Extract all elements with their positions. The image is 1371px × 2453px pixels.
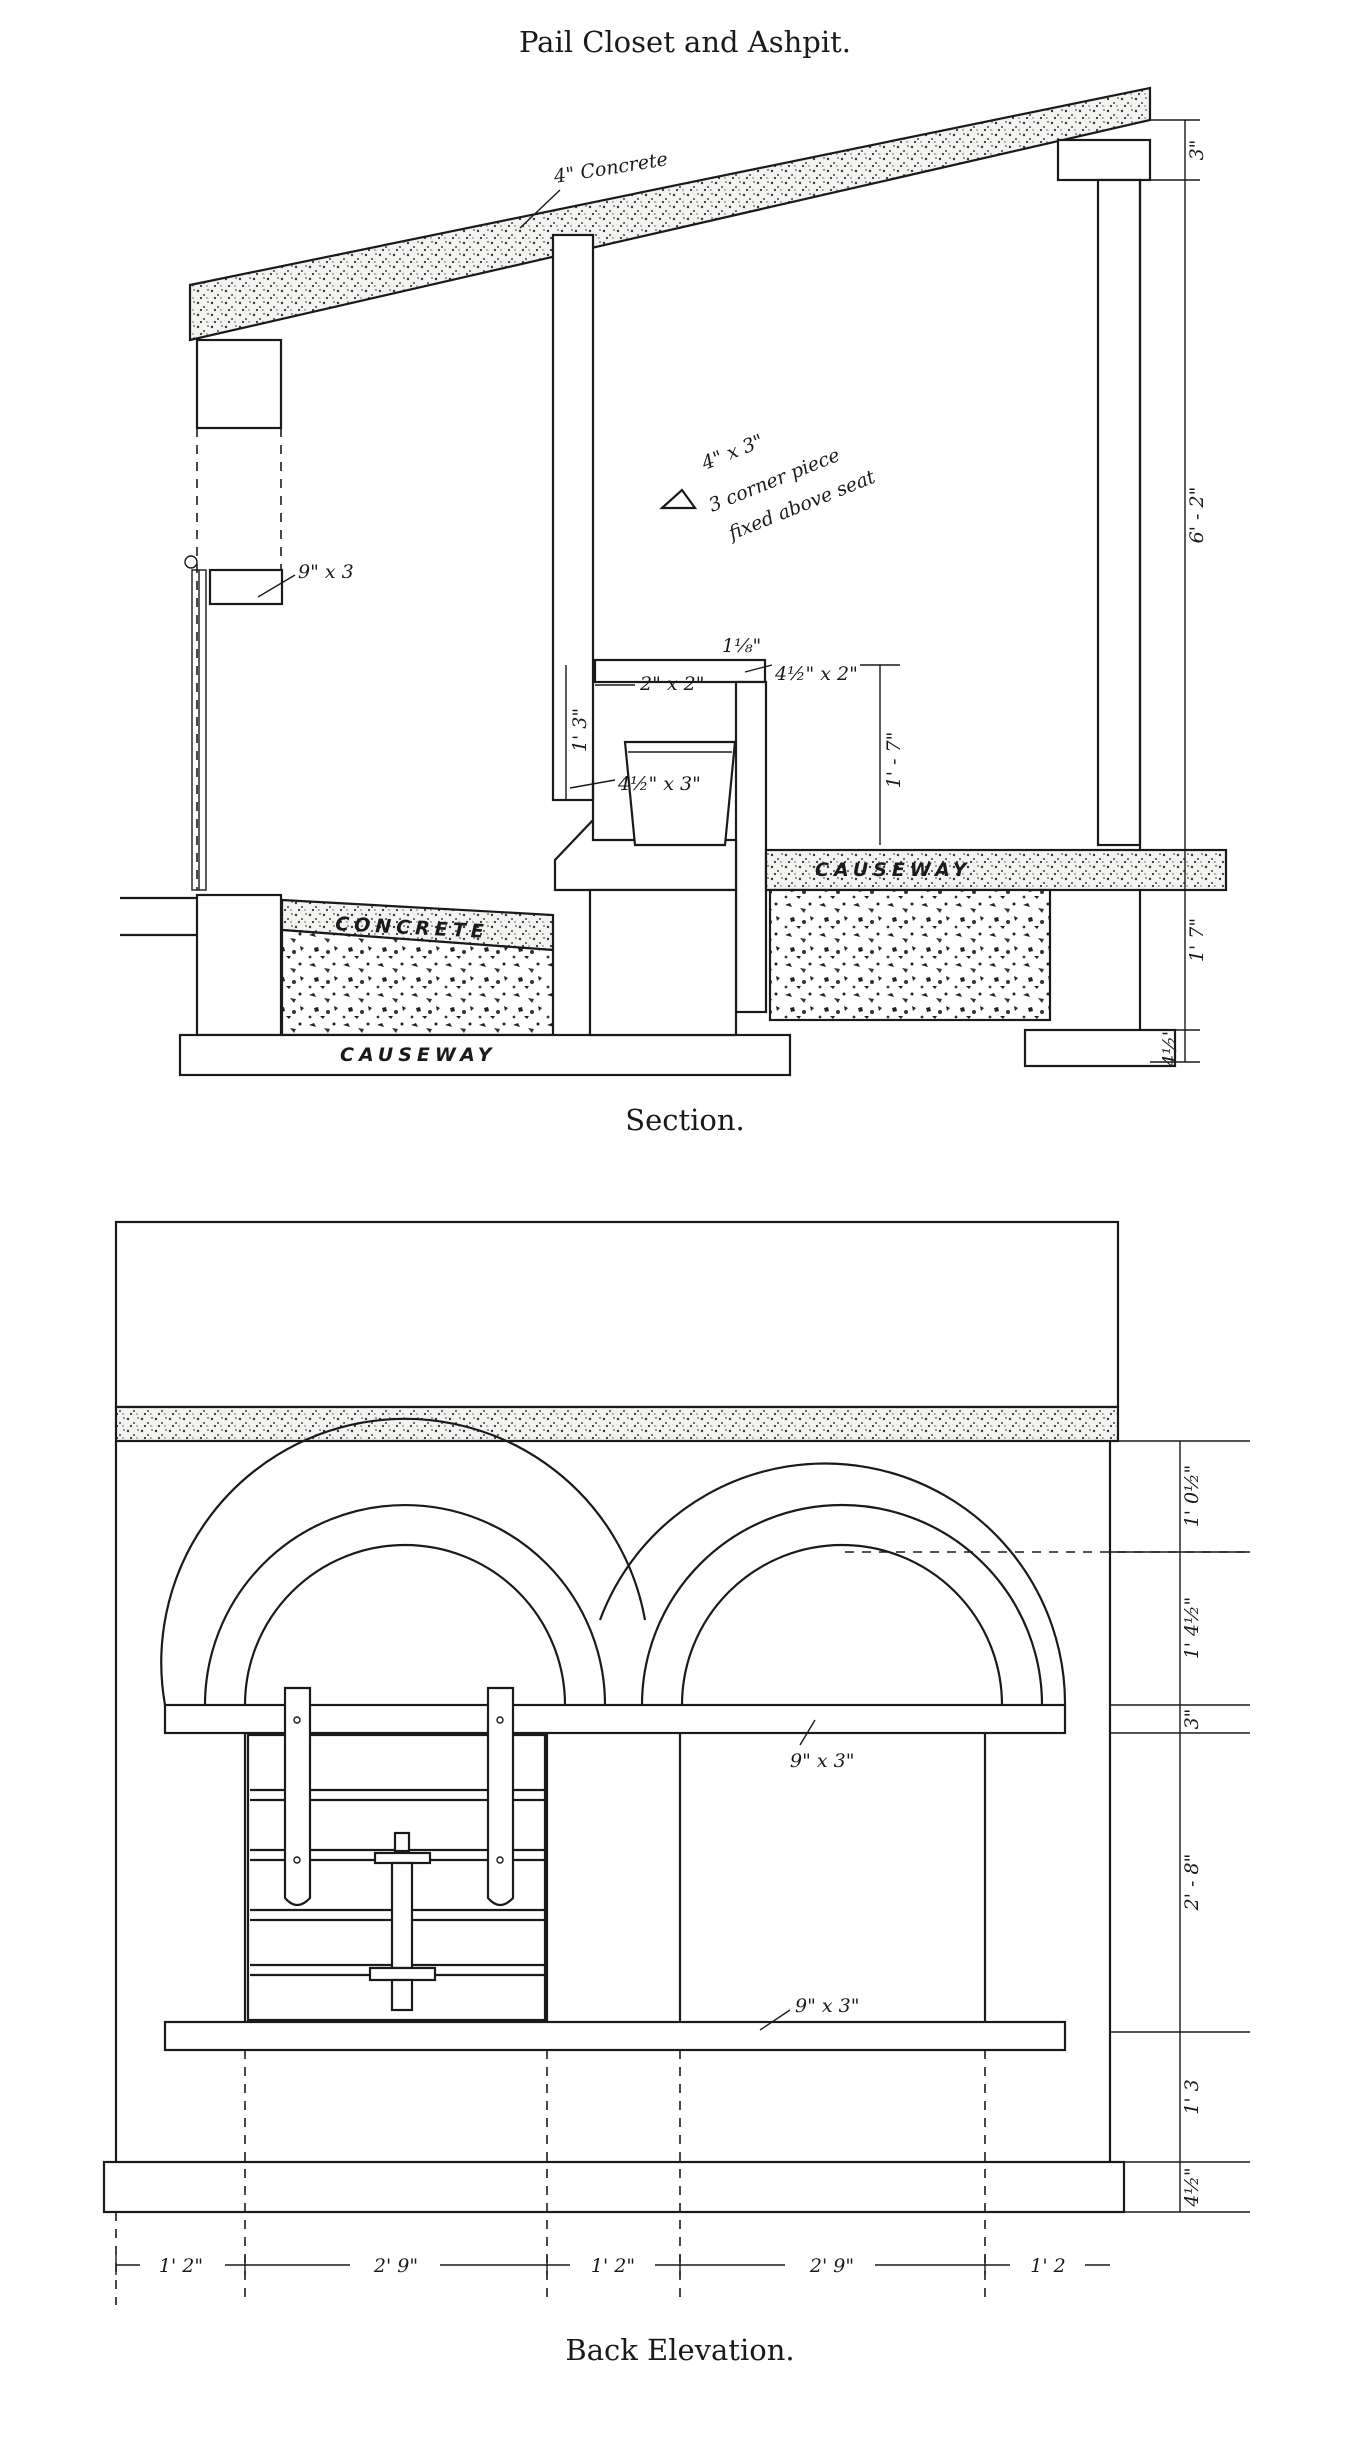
dim-plinth: 4½" (1181, 2167, 1203, 2207)
label-seat-thickness: 1⅛" (722, 635, 761, 657)
section-lintel (208, 568, 284, 606)
label-section-lintel: 9" x 3 (298, 561, 354, 583)
right-hardcore (768, 888, 1052, 1022)
left-arch-outer (160, 1417, 647, 1706)
right-bearing-block (1056, 138, 1152, 182)
elevation-right-dimensions: 1' 0½" 1' 4½" 3" 2' - 8" 1' 3 4½" (1110, 1440, 1250, 2213)
door-hinges (283, 1686, 515, 1907)
roof-slab (188, 86, 1152, 342)
dim-lintel: 3" (1181, 1709, 1203, 1730)
pail (623, 740, 737, 847)
left-arch-middle (203, 1503, 607, 1706)
dim-b0: 1' 2" (159, 2255, 203, 2277)
right-arch-inner (680, 1543, 1004, 1706)
dim-seat-height: 1' - 7" (883, 732, 905, 789)
left-arch-inner (243, 1543, 567, 1706)
right-arch-middle (640, 1503, 1044, 1706)
dim-b4: 1' 2 (1030, 2255, 1065, 2277)
dim-b3: 2' 9" (809, 2255, 854, 2277)
seat-height-dimension: 1' - 7" (860, 664, 905, 845)
upper-lintel (163, 1703, 1067, 1735)
label-lower-lintel: 9" x 3" (795, 1995, 859, 2017)
plinth (102, 2160, 1126, 2214)
raised-causeway (764, 848, 1228, 892)
label-seat-front: 4½" x 2" (774, 663, 858, 685)
dim-b1: 2' 9" (373, 2255, 418, 2277)
dim-fascia: 1' 0½" (1181, 1465, 1203, 1528)
dim-arch: 1' 4½" (1181, 1597, 1203, 1660)
roof-concrete-edge (114, 1405, 1120, 1443)
dim-lower-wall: 1' 3 (1181, 2079, 1203, 2114)
corner-piece-symbol (659, 488, 698, 510)
dim-b2: 1' 2" (591, 2255, 635, 2277)
roof-fascia (114, 1220, 1120, 1409)
section-right-dimensions: 3" 6' - 2" 1' 7" 4½" (1150, 119, 1208, 1068)
dim-opening: 2' - 8" (1181, 1854, 1203, 1912)
dim-box-height: 1' 3" (569, 708, 591, 752)
elevation-bottom-dimensions: 1' 2" 2' 9" 1' 2" 2' 9" 1' 2 (115, 2250, 1110, 2278)
elevation-caption: Back Elevation. (565, 2333, 794, 2367)
dim-top: 3" (1186, 140, 1208, 161)
label-upper-lintel: 9" x 3" (790, 1750, 854, 1772)
right-post (1096, 178, 1142, 847)
door-bolt (368, 1831, 437, 2012)
dim-height: 6' - 2" (1186, 487, 1208, 544)
right-footing (1023, 1028, 1177, 1068)
base-causeway-slab (178, 1033, 792, 1077)
dim-base: 1' 7" (1186, 918, 1208, 962)
lower-lintel (163, 2020, 1067, 2052)
seat-board (593, 658, 767, 684)
label-causeway-high: CAUSEWAY (815, 859, 971, 881)
section-caption: Section. (625, 1103, 745, 1137)
label-roof: 4" Concrete (551, 148, 669, 188)
label-causeway-low: CAUSEWAY (340, 1044, 496, 1066)
seat-front (734, 680, 768, 1014)
left-wall-lower (195, 893, 283, 1037)
pail-box (588, 888, 738, 1037)
right-arch-outer (598, 1462, 1067, 1706)
box-height-dimension: 1' 3" (565, 665, 591, 800)
section-view: 3" 6' - 2" 1' 7" 4½" 1' - 7" 1' 3" 4" Co… (120, 86, 1228, 1077)
label-corner-size: 4" x 3" (698, 430, 767, 475)
sheet-title: Pail Closet and Ashpit. (519, 25, 851, 59)
back-elevation-view: 9" x 3" 9" x 3" 1' 0½" 1' 4½" 3" 2' - 8"… (102, 1220, 1250, 2305)
center-post (551, 233, 595, 802)
left-wall-upper (195, 338, 283, 430)
label-bearer: 2" x 2" (639, 673, 704, 695)
label-rail: 4½" x 3" (617, 773, 701, 795)
dim-foot: 4½" (1159, 1027, 1181, 1067)
